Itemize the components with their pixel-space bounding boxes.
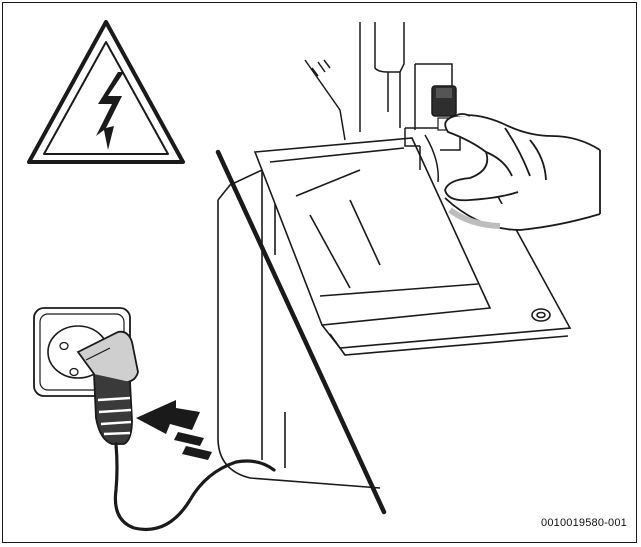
- electrical-hazard-warning-icon: [29, 22, 183, 162]
- figure-code: 0010019580-001: [541, 517, 627, 529]
- insert-arrow-icon: [136, 400, 212, 460]
- hand-icon: [445, 114, 600, 230]
